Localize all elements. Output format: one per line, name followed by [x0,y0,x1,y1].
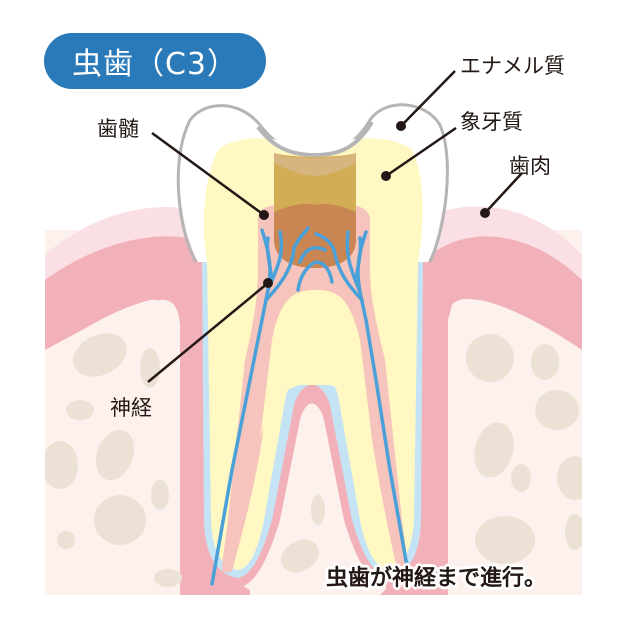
label-enamel: エナメル質 [460,54,565,78]
title-badge: 虫歯（C3） [44,33,266,89]
label-gum: 歯肉 [509,154,551,178]
caption: 虫歯が神経まで進行。 [326,566,547,591]
decay-deep [274,203,356,268]
label-pulp: 歯髄 [97,117,139,141]
label-nerve: 神経 [110,396,152,420]
title-text: 虫歯（C3） [71,47,239,82]
label-dentin: 象牙質 [460,110,523,134]
leader-lines [147,70,523,383]
